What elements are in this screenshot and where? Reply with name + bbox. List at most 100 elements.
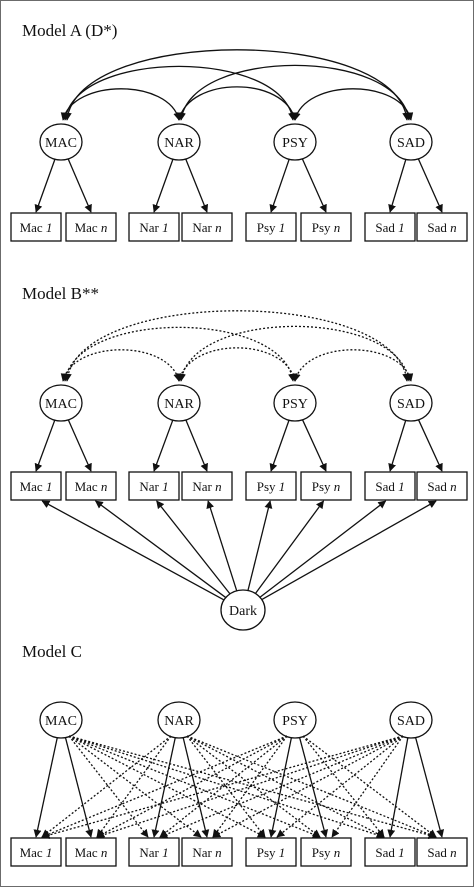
loading-arrow-mac-0	[33, 737, 58, 838]
indicator-label: Nar n	[192, 220, 221, 235]
indicator-label: Nar 1	[139, 479, 168, 494]
loading-arrow-psy-5	[301, 158, 327, 213]
general-loading-0	[41, 500, 225, 601]
loading-arrow-psy-4	[269, 420, 290, 472]
factor-label-nar: NAR	[164, 714, 194, 729]
correlation-arc-nar-psy	[176, 86, 298, 121]
factor-label-sad: SAD	[397, 136, 425, 151]
indicator-box-mac-n	[65, 471, 117, 501]
indicator-label: Mac n	[75, 220, 108, 235]
cross-loading-mac-7	[68, 735, 437, 839]
indicator-label: Psy 1	[257, 479, 286, 494]
indicator-box-nar-1	[128, 837, 180, 867]
indicator-box-psy-n	[300, 837, 352, 867]
loading-arrow-mac-1	[67, 419, 92, 472]
factor-node-sad	[389, 123, 433, 161]
indicator-box-psy-n	[300, 471, 352, 501]
loading-arrow-psy-4	[269, 159, 290, 213]
loading-arrow-nar-2	[151, 737, 176, 838]
factor-label-psy: PSY	[282, 136, 308, 151]
cross-loading-sad-1	[96, 735, 404, 839]
factor-node-nar	[157, 384, 201, 422]
indicator-label: Sad 1	[375, 479, 404, 494]
indicator-box-mac-1	[10, 837, 62, 867]
indicator-box-nar-1	[128, 212, 180, 242]
indicator-box-mac-1	[10, 212, 62, 242]
indicator-box-nar-n	[181, 212, 233, 242]
cross-loading-psy-2	[159, 735, 288, 838]
correlation-arc-mac-sad	[63, 310, 411, 382]
indicator-label: Nar n	[192, 479, 221, 494]
indicator-label: Mac 1	[20, 220, 53, 235]
factor-node-nar	[157, 701, 201, 739]
indicator-label: Psy n	[312, 845, 341, 860]
factor-node-sad	[389, 701, 433, 739]
factor-label-sad: SAD	[397, 397, 425, 412]
cross-loading-sad-5	[331, 735, 404, 838]
loading-arrow-nar-3	[185, 419, 208, 472]
loading-arrow-sad-6	[388, 159, 407, 213]
correlation-arc-nar-psy	[176, 347, 298, 382]
correlation-arc-mac-nar	[60, 349, 182, 382]
factor-label-psy: PSY	[282, 714, 308, 729]
general-loading-6	[259, 500, 387, 598]
indicator-label: Nar 1	[139, 220, 168, 235]
factor-node-mac	[39, 701, 83, 739]
loading-arrow-sad-6	[388, 420, 407, 472]
cross-loading-nar-1	[96, 735, 172, 838]
indicator-label: Sad 1	[375, 220, 404, 235]
indicator-box-mac-n	[65, 837, 117, 867]
correlation-arc-nar-sad	[178, 325, 412, 382]
indicator-box-psy-1	[245, 837, 297, 867]
factor-label-nar: NAR	[164, 397, 194, 412]
indicator-label: Mac n	[75, 845, 108, 860]
factor-label-mac: MAC	[45, 397, 77, 412]
cross-loading-mac-5	[68, 735, 321, 839]
factor-node-mac	[39, 123, 83, 161]
correlation-arc-mac-sad	[63, 49, 411, 121]
panel-title: Model C	[22, 642, 82, 661]
factor-node-nar	[157, 123, 201, 161]
indicator-box-psy-1	[245, 212, 297, 242]
correlation-arc-mac-psy	[62, 65, 296, 121]
loading-arrow-nar-2	[152, 159, 174, 213]
factor-label-nar: NAR	[164, 136, 194, 151]
general-loading-3	[206, 500, 238, 592]
indicator-label: Nar 1	[139, 845, 168, 860]
indicator-label: Mac n	[75, 479, 108, 494]
cross-loading-psy-6	[302, 735, 385, 838]
correlation-arc-nar-sad	[178, 64, 412, 121]
general-loading-4	[247, 500, 273, 591]
cross-loading-sad-3	[212, 735, 404, 838]
loading-arrow-psy-5	[301, 419, 327, 472]
cross-loading-nar-6	[186, 735, 385, 838]
factor-node-psy	[273, 701, 317, 739]
indicator-box-sad-1	[364, 471, 416, 501]
indicator-label: Psy n	[312, 479, 341, 494]
loading-arrow-mac-1	[67, 158, 92, 213]
general-loading-5	[254, 500, 325, 594]
loading-arrow-mac-1	[64, 737, 94, 838]
factor-node-sad	[389, 384, 433, 422]
indicator-label: Sad n	[427, 845, 456, 860]
cross-loading-psy-7	[302, 735, 437, 838]
indicator-box-nar-n	[181, 471, 233, 501]
general-loading-7	[261, 500, 437, 601]
indicator-box-sad-n	[416, 471, 468, 501]
indicator-box-sad-n	[416, 212, 468, 242]
loading-arrow-nar-2	[152, 419, 174, 472]
loading-arrow-mac-0	[34, 159, 56, 213]
indicator-label: Sad n	[427, 220, 456, 235]
indicator-label: Mac 1	[20, 845, 53, 860]
indicator-label: Psy 1	[257, 845, 286, 860]
cross-loading-nar-4	[186, 735, 266, 838]
loading-arrow-nar-3	[185, 158, 209, 213]
factor-label-sad: SAD	[397, 714, 425, 729]
indicator-box-sad-1	[364, 837, 416, 867]
indicator-box-sad-n	[416, 837, 468, 867]
general-loading-2	[156, 500, 231, 595]
